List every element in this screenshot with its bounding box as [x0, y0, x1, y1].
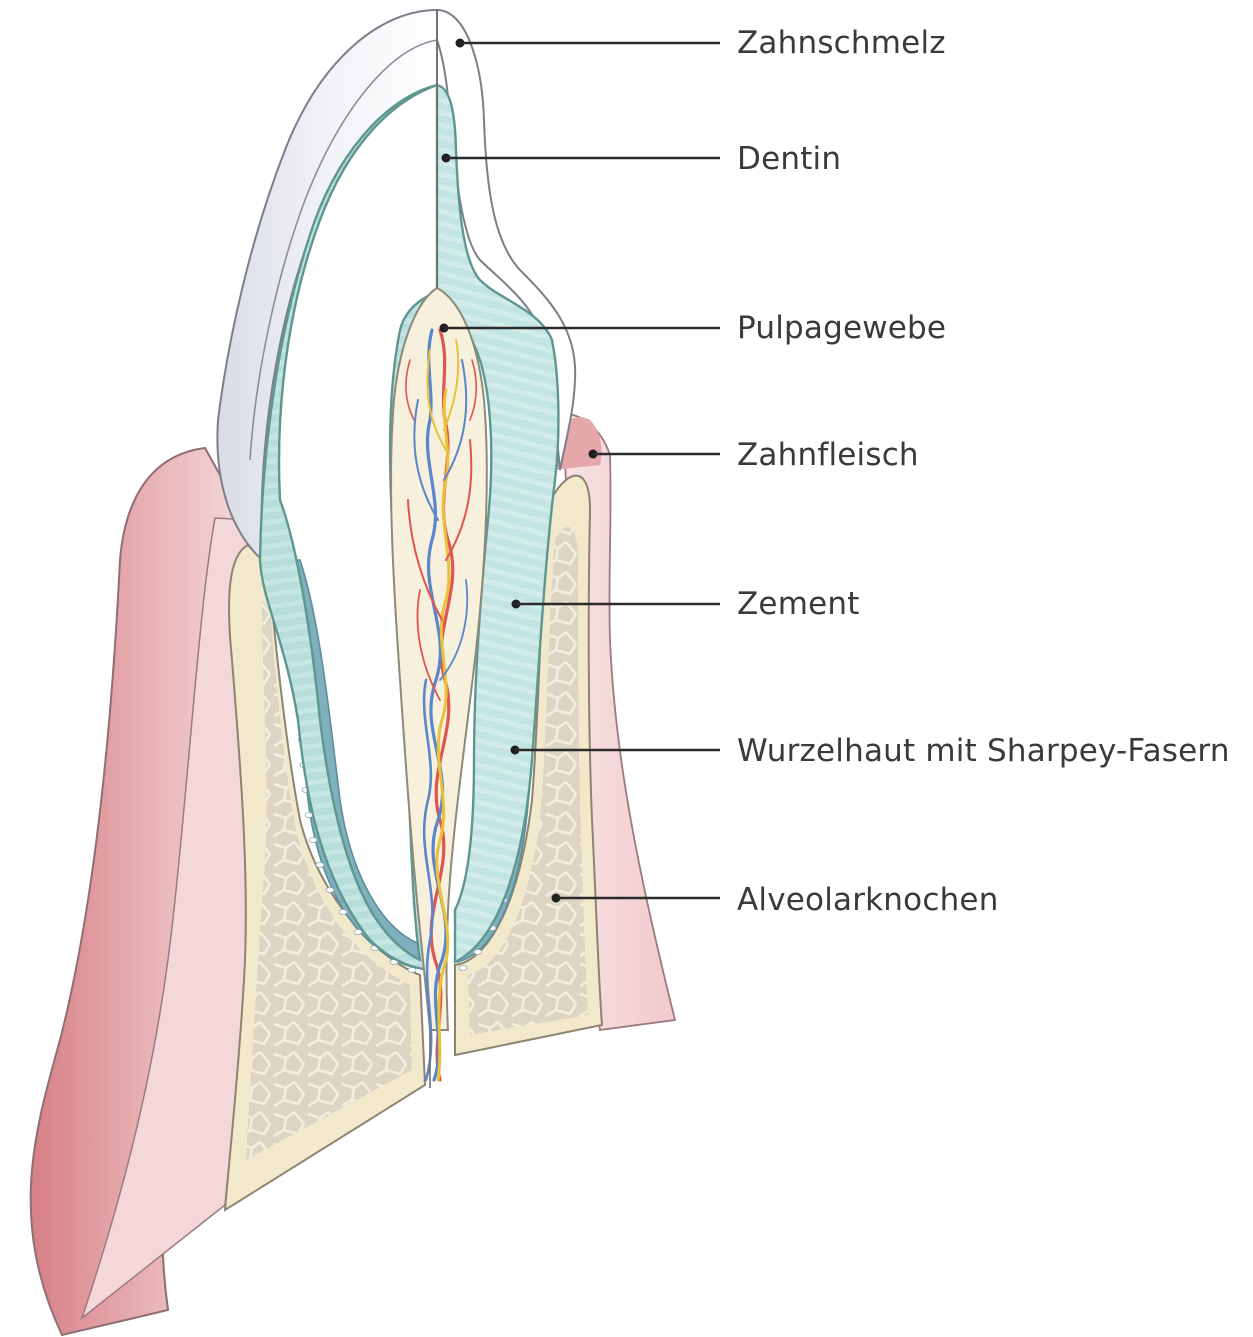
label-cementum: Zement	[737, 586, 860, 622]
enamel-left-inner-line	[249, 39, 438, 461]
label-dentin: Dentin	[737, 141, 841, 177]
label-group: Zahnschmelz Dentin Pulpagewebe Zahnfleis…	[439, 25, 1230, 918]
label-periodontium: Wurzelhaut mit Sharpey-Fasern	[737, 733, 1230, 769]
pulp-layer	[390, 286, 488, 1082]
label-bone: Alveolarknochen	[737, 882, 999, 918]
vein	[425, 328, 448, 1082]
pulp-vessels	[405, 328, 478, 1082]
vein-2	[422, 678, 434, 1082]
dentin-right	[435, 83, 560, 964]
bone-right-spongy	[468, 526, 588, 1035]
label-gum: Zahnfleisch	[737, 437, 919, 473]
bone-left-spongy	[246, 600, 412, 1160]
section-cut-line	[429, 10, 438, 1088]
bone-layer	[223, 474, 604, 1212]
label-enamel: Zahnschmelz	[737, 25, 946, 61]
nerve	[435, 388, 451, 1082]
label-pulp: Pulpagewebe	[737, 310, 946, 346]
